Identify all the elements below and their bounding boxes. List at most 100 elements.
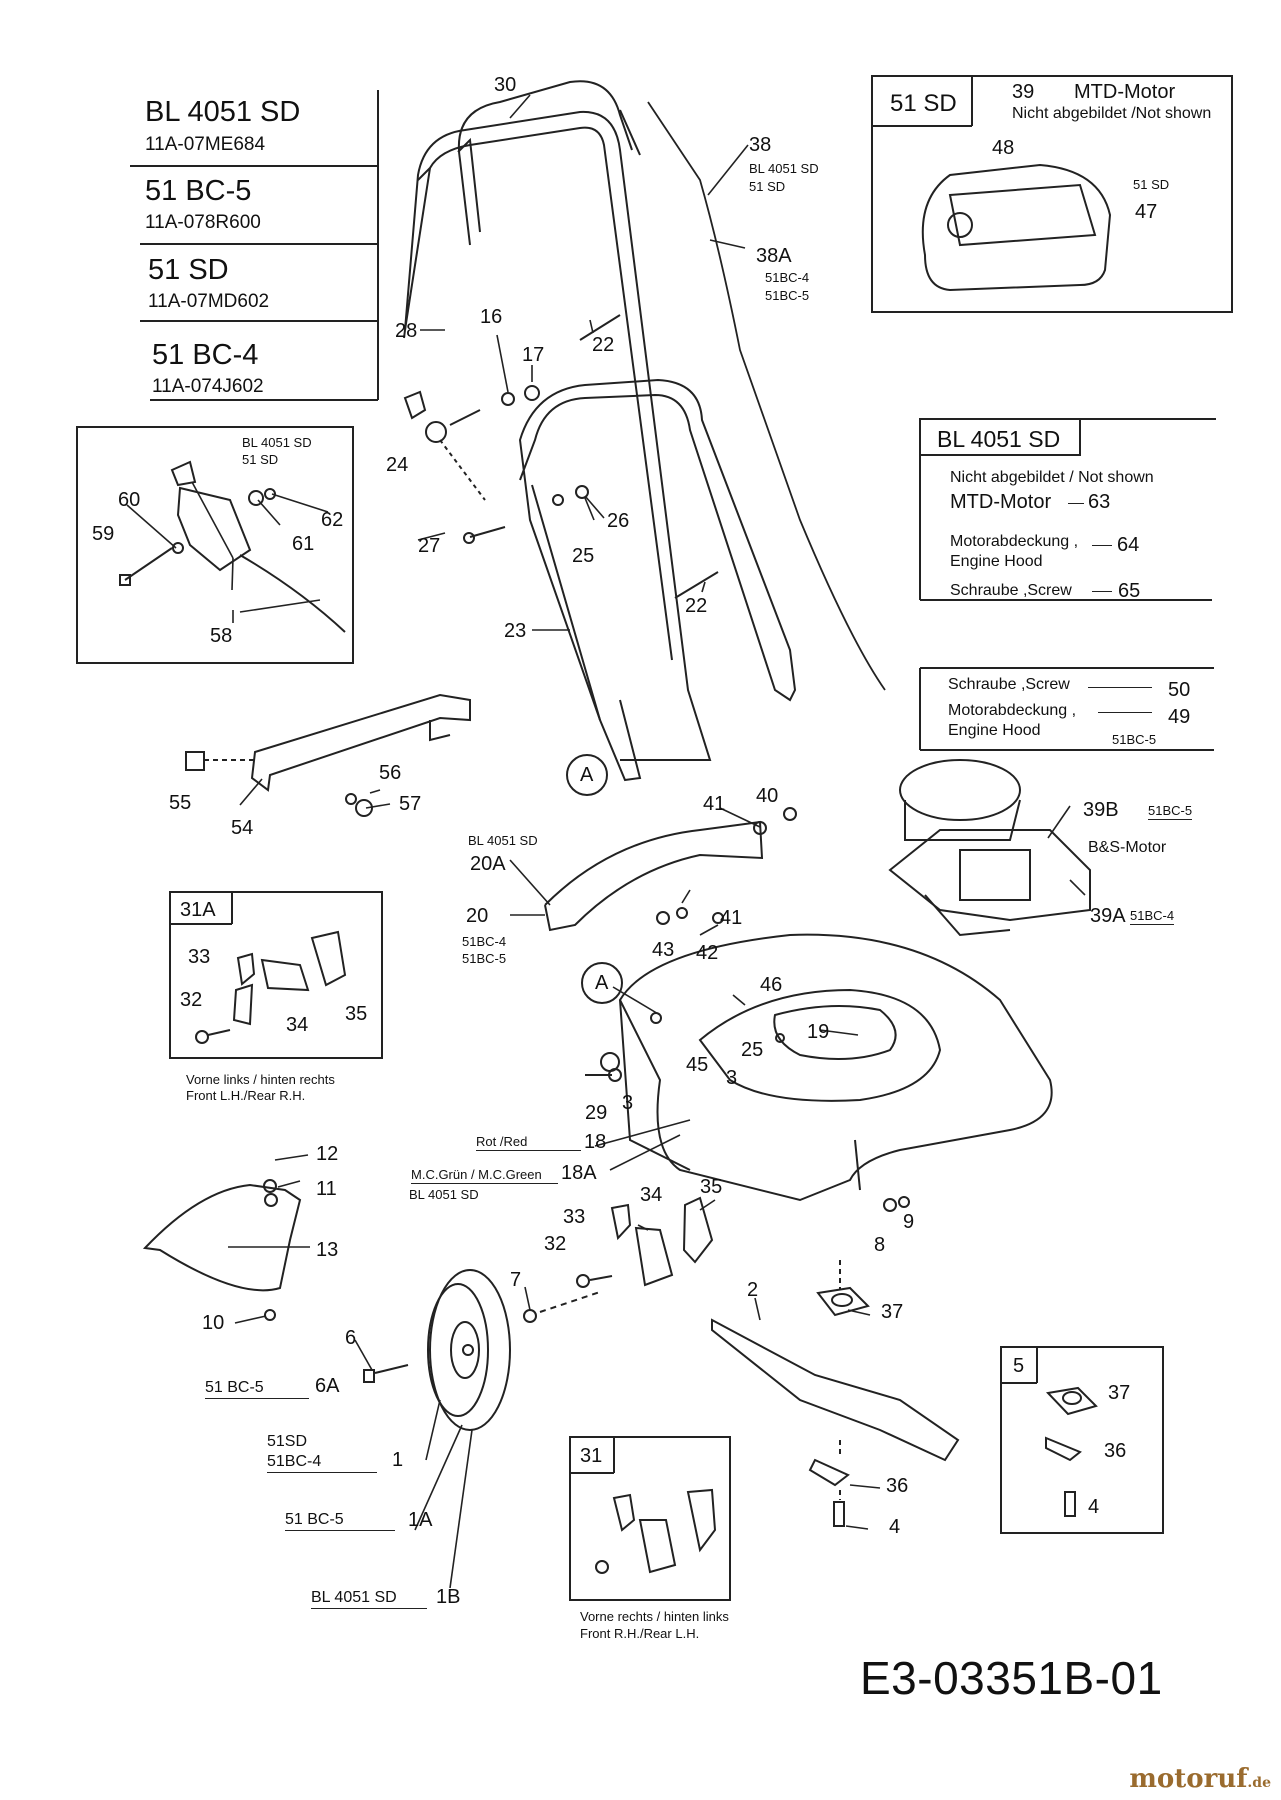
part-label: 41 bbox=[720, 907, 743, 929]
model-note: 51BC-4 bbox=[462, 934, 507, 949]
box-31-title: 31 bbox=[580, 1445, 603, 1467]
rear-flap-drawing bbox=[142, 1179, 302, 1321]
part-label: 39A bbox=[1090, 905, 1126, 927]
box-5-frame bbox=[1000, 1346, 1164, 1534]
screw-label: Schraube ,Screw bbox=[948, 676, 1070, 693]
model-note: BL 4051 SD bbox=[242, 435, 312, 450]
model-note: 51BC-5 bbox=[1112, 732, 1157, 747]
part-label: 59 bbox=[92, 523, 115, 545]
model-code: 11A-07MD602 bbox=[148, 291, 270, 312]
part-label: 42 bbox=[696, 942, 719, 964]
rear-bracket-drawing bbox=[544, 807, 797, 932]
box-51sd-frame bbox=[871, 75, 1233, 313]
part-label: 22 bbox=[685, 595, 708, 617]
part-label: 24 bbox=[386, 454, 409, 476]
model-note: 51 SD bbox=[749, 179, 786, 194]
model-name: 51 BC-4 bbox=[152, 339, 259, 371]
screw-label: Schraube ,Screw bbox=[950, 582, 1072, 599]
engine-label: B&S-Motor bbox=[1088, 839, 1167, 856]
throttle-box-frame bbox=[76, 426, 354, 664]
model-note: 51 SD bbox=[242, 452, 279, 467]
dash bbox=[1092, 545, 1112, 546]
part-label: 8 bbox=[874, 1234, 886, 1256]
part-label: 43 bbox=[652, 939, 675, 961]
model-note: BL 4051 SD bbox=[749, 161, 819, 176]
part-label: 18A bbox=[561, 1162, 597, 1184]
model-note: 51BC-4 bbox=[1130, 908, 1175, 925]
model-name: 51 SD bbox=[148, 254, 229, 286]
part-label: 34 bbox=[640, 1184, 663, 1206]
part-label: 41 bbox=[703, 793, 726, 815]
mower-blade-drawing bbox=[711, 1260, 960, 1527]
rear-flap-bracket-drawing bbox=[185, 693, 471, 817]
part-label: 27 bbox=[418, 535, 441, 557]
mtd-engine-drawing bbox=[921, 163, 1112, 292]
part-label: 17 bbox=[522, 344, 545, 366]
engine-label: MTD-Motor bbox=[950, 491, 1052, 513]
mulch-plug-drawing bbox=[576, 1196, 714, 1288]
part-label: 10 bbox=[202, 1312, 225, 1334]
ref-marker: A bbox=[595, 972, 609, 994]
part-label: 61 bbox=[292, 533, 315, 555]
part-label: 9 bbox=[903, 1211, 915, 1233]
box-bl4051-title: BL 4051 SD bbox=[937, 426, 1061, 452]
throttle-lever-drawing bbox=[119, 460, 346, 633]
dash bbox=[1068, 503, 1084, 504]
part-label: 13 bbox=[316, 1239, 339, 1261]
part-label: 20 bbox=[466, 905, 489, 927]
part-label: 33 bbox=[188, 946, 211, 968]
not-shown-note: Nicht abgebildet /Not shown bbox=[1012, 105, 1212, 122]
watermark-text: motoruf bbox=[1129, 1764, 1248, 1794]
part-label: 34 bbox=[286, 1014, 309, 1036]
ref-marker: A bbox=[580, 764, 594, 786]
caption: Vorne rechts / hinten links bbox=[580, 1609, 729, 1624]
model-note: 51BC-4 bbox=[765, 270, 810, 285]
part-label: 3 bbox=[726, 1067, 738, 1089]
box5-parts-drawing bbox=[1045, 1386, 1098, 1517]
bs-engine-drawing bbox=[888, 759, 1091, 937]
part-label: 50 bbox=[1168, 679, 1191, 701]
part-label: 38 bbox=[749, 134, 772, 156]
model-code: 11A-074J602 bbox=[152, 376, 264, 397]
model-name: 51 BC-5 bbox=[145, 175, 252, 207]
color-note: M.C.Grün / M.C.Green bbox=[411, 1168, 558, 1184]
part-label: 30 bbox=[494, 74, 517, 96]
dash bbox=[1098, 712, 1152, 713]
part-label: 54 bbox=[231, 817, 254, 839]
part-label: 56 bbox=[379, 762, 402, 784]
not-shown-note: Nicht abgebildet / Not shown bbox=[950, 469, 1154, 486]
lower-handle-drawing bbox=[518, 378, 797, 782]
part-label: 39 bbox=[1012, 81, 1035, 103]
part-label: 25 bbox=[572, 545, 595, 567]
part-label: 20A bbox=[470, 853, 506, 875]
model-code: 11A-07ME684 bbox=[145, 134, 266, 155]
part-label: 32 bbox=[544, 1233, 567, 1255]
model-name: BL 4051 SD bbox=[145, 96, 301, 128]
model-code: 11A-078R600 bbox=[145, 212, 261, 233]
handle-hardware bbox=[403, 314, 719, 599]
part-label: 19 bbox=[807, 1021, 830, 1043]
model-note: 51 SD bbox=[1133, 177, 1170, 192]
control-cable bbox=[647, 101, 886, 691]
part-label: 57 bbox=[399, 793, 422, 815]
box-31a-frame bbox=[169, 891, 383, 1059]
part-label: 40 bbox=[756, 785, 779, 807]
part-label: 4 bbox=[1088, 1496, 1100, 1518]
model-note: BL 4051 SD bbox=[311, 1590, 427, 1609]
part-label: 47 bbox=[1135, 201, 1158, 223]
model-note: 51BC-4 bbox=[267, 1454, 377, 1473]
part-label: 6 bbox=[345, 1327, 357, 1349]
part-label: 1 bbox=[392, 1449, 404, 1471]
part-label: 39B bbox=[1083, 799, 1119, 821]
hood-label-en: Engine Hood bbox=[948, 722, 1041, 739]
box-31a-title: 31A bbox=[180, 899, 216, 921]
part-label: 3 bbox=[622, 1092, 634, 1114]
part-label: 7 bbox=[510, 1269, 522, 1291]
ref-circle-a-2 bbox=[581, 962, 623, 1004]
box-51sd-title: 51 SD bbox=[890, 90, 957, 117]
part-label: 62 bbox=[321, 509, 344, 531]
box-31-frame bbox=[569, 1436, 731, 1601]
model-table-lines bbox=[130, 90, 379, 401]
